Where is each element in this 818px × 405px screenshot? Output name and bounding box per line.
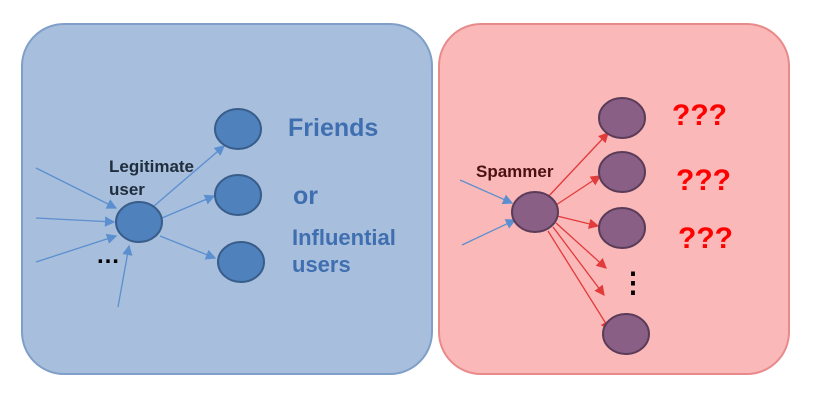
- spammer-panel-background: [438, 23, 790, 375]
- spammer-node: [511, 191, 559, 233]
- incoming-arrow: [35, 233, 118, 263]
- influential-label-line2: users: [292, 252, 351, 277]
- outgoing-arrow: [159, 235, 217, 260]
- friend-node: [214, 108, 262, 150]
- spammer-panel: Spammer ??? ??? ??? ⋮: [438, 23, 790, 375]
- legitimate-user-node: [115, 201, 163, 243]
- target-node: [598, 207, 646, 249]
- spam-arrow: [555, 175, 602, 206]
- spam-arrow: [552, 226, 605, 297]
- legitimate-user-label-line1: Legitimate: [109, 157, 194, 176]
- incoming-arrow: [35, 167, 118, 209]
- target-node: [598, 151, 646, 193]
- spam-arrow: [547, 230, 611, 332]
- influential-user-node: [217, 241, 265, 283]
- unknown-target-label-1: ???: [672, 99, 727, 132]
- spam-arrow: [556, 215, 600, 229]
- legitimate-user-label-line2: user: [109, 180, 145, 199]
- or-node: [214, 174, 262, 216]
- or-label: or: [293, 182, 318, 210]
- incoming-arrow: [117, 244, 133, 308]
- incoming-arrow: [459, 179, 514, 205]
- unknown-target-label-3: ???: [678, 222, 733, 255]
- incoming-arrow: [461, 219, 517, 246]
- influential-label-line1: Influential: [292, 225, 396, 250]
- spam-arrow: [546, 132, 609, 199]
- legitimate-user-panel: Legitimate user … Friends or Influential…: [21, 23, 433, 375]
- friends-label: Friends: [288, 114, 378, 142]
- outgoing-arrow: [161, 194, 216, 219]
- incoming-arrow: [35, 216, 116, 227]
- unknown-target-label-2: ???: [676, 164, 731, 197]
- left-ellipsis: …: [96, 242, 120, 269]
- target-node: [602, 313, 650, 355]
- outgoing-arrow: [153, 145, 225, 207]
- spammer-label: Spammer: [476, 162, 554, 181]
- spam-arrow: [555, 222, 607, 269]
- target-node: [598, 97, 646, 139]
- right-vertical-ellipsis: ⋮: [619, 267, 647, 298]
